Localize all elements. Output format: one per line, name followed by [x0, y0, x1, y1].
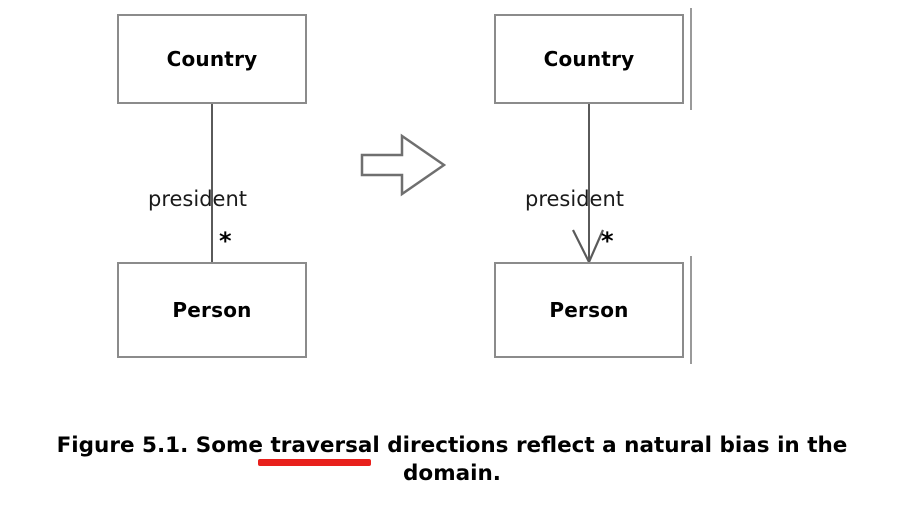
class-box-country-right[interactable]: Country [494, 14, 684, 104]
caption-rest: directions reflect a natural bias in the [379, 433, 848, 458]
caption-highlight-word: traversal [270, 433, 380, 458]
caption-line-1: Figure 5.1. Some traversal directions re… [28, 432, 876, 460]
caption-red-underline-annotation [258, 459, 371, 466]
class-box-country-left[interactable]: Country [117, 14, 307, 104]
class-box-person-left[interactable]: Person [117, 262, 307, 358]
figure-caption: Figure 5.1. Some traversal directions re… [28, 432, 876, 488]
association-line-right [588, 104, 590, 262]
class-name-label: Person [549, 298, 629, 322]
class-box-person-right[interactable]: Person [494, 262, 684, 358]
association-role-label-right: president [525, 187, 624, 211]
caption-prefix: Figure 5.1. Some [56, 433, 271, 458]
class-name-label: Person [172, 298, 252, 322]
association-role-label-left: president [148, 187, 247, 211]
block-arrow-right-icon [360, 133, 446, 197]
side-rule-country-right [690, 8, 692, 110]
side-rule-person-right [690, 256, 692, 364]
multiplicity-label-left: * [219, 227, 232, 255]
class-name-label: Country [543, 47, 635, 71]
multiplicity-label-right: * [601, 227, 614, 255]
figure-canvas: Country president * Person Country presi… [117, 8, 692, 364]
association-line-left [211, 104, 213, 262]
class-name-label: Country [166, 47, 258, 71]
caption-line-2: domain. [403, 461, 501, 486]
